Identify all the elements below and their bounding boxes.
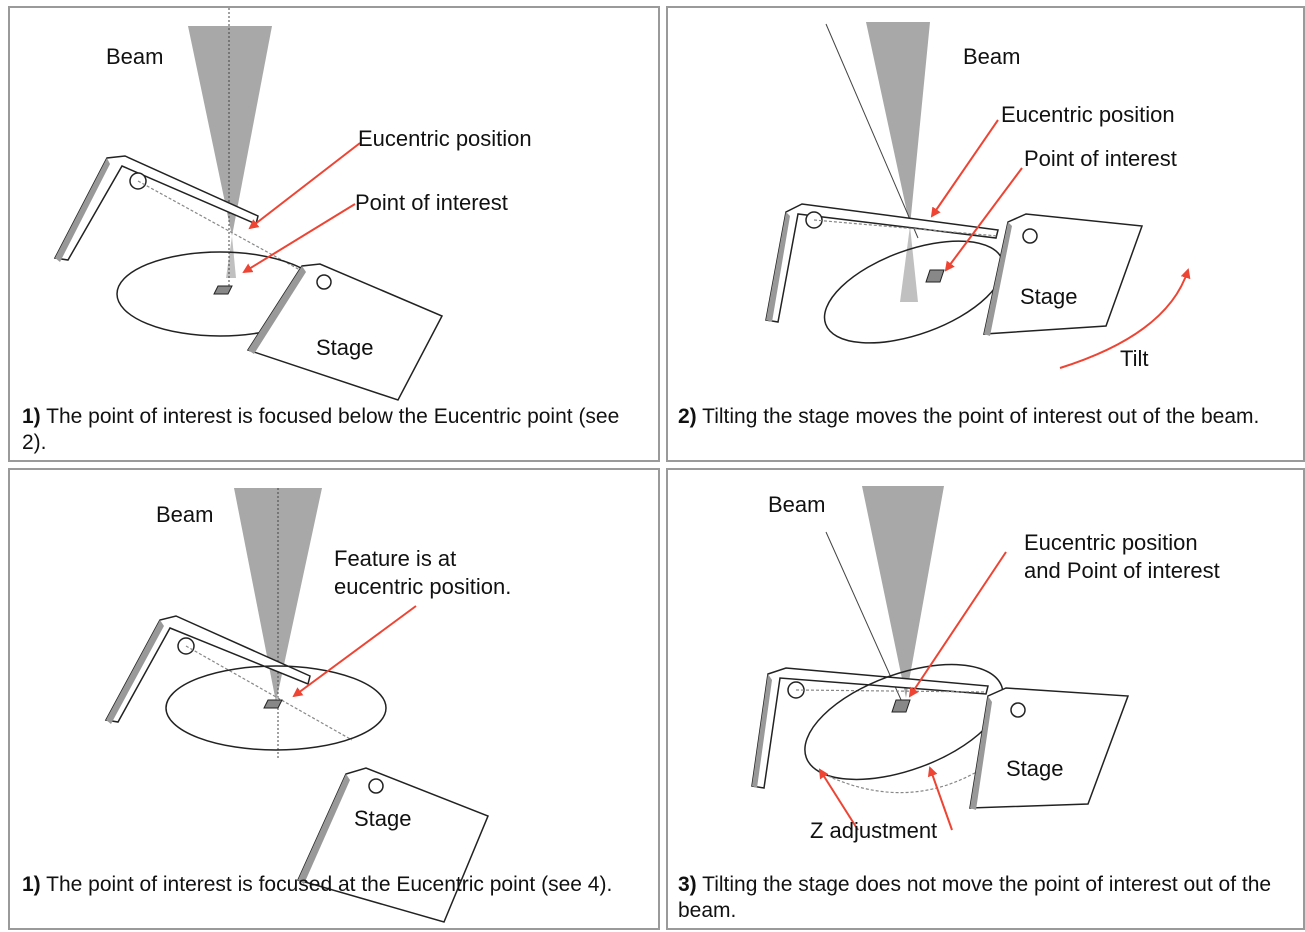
label-stage: Stage	[354, 806, 412, 831]
panel-tilt-moves-poi: Beam Eucentric position Point of interes…	[666, 6, 1305, 462]
beam-cone	[188, 26, 272, 236]
arrow-eucentric-and-poi	[908, 551, 1007, 698]
label-z-adjustment: Z adjustment	[810, 818, 937, 843]
caption-text: The point of interest is focused below t…	[22, 405, 620, 454]
point-of-interest-marker	[213, 285, 233, 295]
label-feature-line1: Feature is at	[334, 546, 456, 571]
label-point-of-interest: Point of interest	[1024, 146, 1177, 171]
label-tilt: Tilt	[1120, 346, 1149, 371]
specimen-disc	[165, 665, 387, 751]
stage-plate	[969, 687, 1130, 809]
caption-text: Tilting the stage moves the point of int…	[696, 405, 1260, 428]
diagram-tilt-keeps-poi: Beam Eucentric position and Point of int…	[751, 486, 1220, 843]
stage-arm-left	[765, 203, 999, 323]
panel-below-eucentric: Beam Eucentric position Point of interes…	[8, 6, 660, 462]
label-feature-line2: eucentric position.	[334, 574, 511, 599]
arrow-eucentric	[930, 119, 999, 218]
label-beam: Beam	[156, 502, 213, 527]
label-eucentric-position: Eucentric position	[1001, 102, 1175, 127]
caption-text: The point of interest is focused at the …	[40, 873, 613, 896]
label-eucentric-line2: and Point of interest	[1024, 558, 1220, 583]
label-stage: Stage	[1006, 756, 1064, 781]
arrow-feature	[292, 605, 417, 698]
label-point-of-interest: Point of interest	[355, 190, 508, 215]
caption-tilt-moves-poi: 2) Tilting the stage moves the point of …	[678, 404, 1302, 430]
arrow-point-of-interest	[242, 203, 356, 274]
label-stage: Stage	[316, 335, 374, 360]
specimen-disc	[804, 663, 1004, 781]
label-eucentric-line1: Eucentric position	[1024, 530, 1198, 555]
beam-cone	[866, 22, 930, 226]
label-stage: Stage	[1020, 284, 1078, 309]
stage-arm-left	[104, 615, 311, 723]
tilt-arrow	[1059, 268, 1191, 369]
arrow-z-adjust-left	[818, 768, 859, 831]
panel-tilt-keeps-poi: Beam Eucentric position and Point of int…	[666, 468, 1305, 930]
arrow-point-of-interest	[944, 167, 1023, 272]
caption-at-eucentric: 1) The point of interest is focused at t…	[22, 872, 652, 898]
panel-at-eucentric: Beam Feature is at eucentric position. S…	[8, 468, 660, 930]
stage-arm-left	[751, 667, 989, 789]
arrow-z-adjust-right	[927, 766, 953, 831]
caption-number: 1)	[22, 405, 41, 428]
stage-plate	[296, 767, 489, 923]
caption-number: 3)	[678, 873, 697, 896]
caption-number: 1)	[22, 873, 41, 896]
beam-lower	[226, 236, 236, 278]
arrow-eucentric	[248, 142, 361, 230]
diagram-below-eucentric: Beam Eucentric position Point of interes…	[53, 8, 532, 401]
label-beam: Beam	[106, 44, 163, 69]
point-of-interest-marker	[925, 269, 945, 283]
caption-number: 2)	[678, 405, 697, 428]
beam-cone	[234, 488, 322, 702]
label-beam: Beam	[963, 44, 1020, 69]
stage-plate	[246, 263, 444, 401]
caption-below-eucentric: 1) The point of interest is focused belo…	[22, 404, 642, 456]
diagram-at-eucentric: Beam Feature is at eucentric position. S…	[104, 488, 511, 923]
diagram-tilt-moves-poi: Beam Eucentric position Point of interes…	[765, 22, 1191, 371]
label-eucentric-position: Eucentric position	[358, 126, 532, 151]
beam-lower	[900, 226, 918, 302]
caption-tilt-keeps-poi: 3) Tilting the stage does not move the p…	[678, 872, 1304, 924]
beam-cone	[862, 486, 944, 698]
label-beam: Beam	[768, 492, 825, 517]
point-of-interest-marker	[263, 699, 283, 709]
caption-text: Tilting the stage does not move the poin…	[678, 873, 1272, 922]
point-of-interest-marker	[891, 699, 911, 713]
